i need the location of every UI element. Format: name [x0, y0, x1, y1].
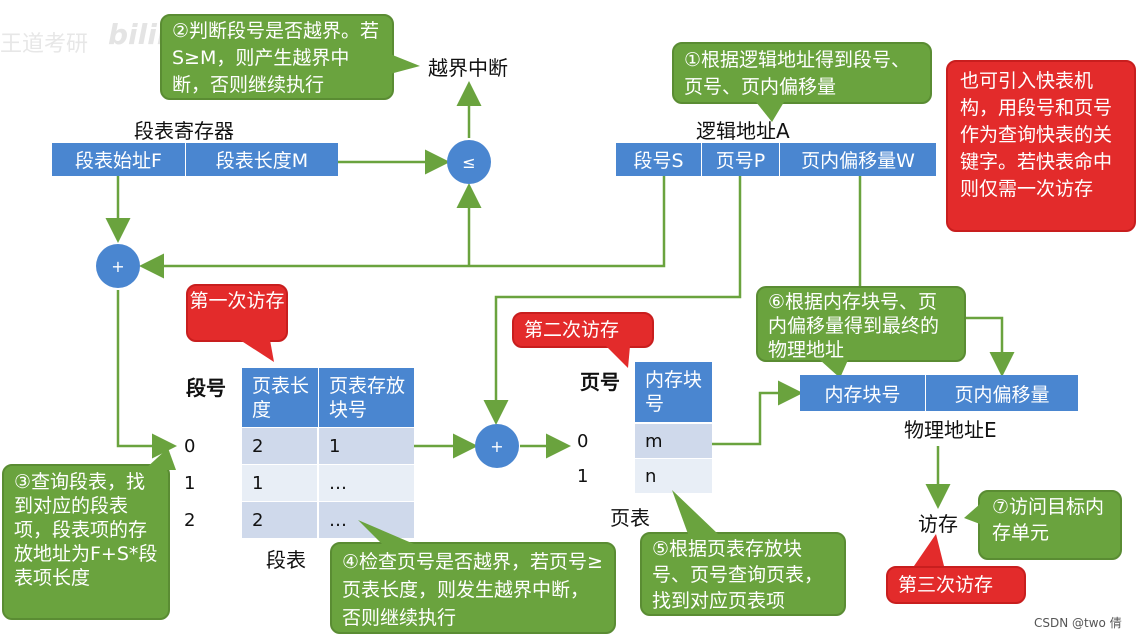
segment-table-cell: … — [319, 465, 414, 501]
segment-index: 1 — [184, 473, 196, 494]
line-p-to-add2 — [483, 176, 742, 425]
callout-first-access-tail — [240, 340, 274, 362]
page-table-header: 内存块号 — [635, 362, 712, 422]
segment-index: 0 — [184, 436, 196, 457]
callout-second-access: 第二次访存 — [512, 312, 654, 348]
segment-index: 2 — [184, 510, 196, 531]
memory-block-number: 内存块号 — [800, 375, 926, 411]
callout-query-segment-table: ③查询段表，找到对应的段表项，段表项的存放地址为F+S*段表项长度 — [2, 464, 170, 620]
watermark-text: 王道考研 — [0, 32, 89, 57]
callout-access-target-tail — [964, 504, 980, 524]
segment-table-header-page-length: 页表长度 — [242, 368, 319, 427]
memory-access-label: 访存 — [918, 512, 958, 536]
page-number-p: 页号P — [702, 143, 780, 176]
callout-tlb: 也可引入快表机构，用段号和页号作为查询快表的关键字。若快表命中则仅需一次访存 — [946, 60, 1136, 232]
callout-third-access: 第三次访存 — [886, 566, 1026, 604]
segment-table-start: 段表始址F — [52, 143, 186, 176]
callout-parse-logical-address: ①根据逻辑地址得到段号、页号、页内偏移量 — [672, 42, 932, 104]
callout-first-access: 第一次访存 — [186, 284, 288, 342]
page-index: 1 — [577, 466, 589, 487]
interrupt-label: 越界中断 — [428, 56, 508, 80]
callout-check-segment-bound-tail — [390, 54, 420, 74]
callout-access-target: ⑦访问目标内存单元 — [978, 490, 1122, 560]
logical-address-title: 逻辑地址A — [696, 119, 790, 143]
line-m-to-block — [712, 380, 803, 446]
segment-number-s: 段号S — [616, 143, 702, 176]
segment-table-cell: 1 — [319, 428, 414, 464]
page-table-cell: m — [635, 424, 712, 458]
compare-operator: ≤ — [447, 140, 491, 184]
callout-check-segment-bound: ②判断段号是否越界。若S≥M，则产生越界中断，否则继续执行 — [160, 14, 394, 100]
line-add-to-segtable — [116, 290, 177, 459]
callout-query-page-table: ⑤根据页表存放块号、页号查询页表，找到对应页表项 — [640, 532, 846, 616]
add-operator-1: + — [96, 244, 140, 288]
page-offset-w: 页内偏移量W — [801, 150, 915, 172]
line-s-to-add — [139, 176, 666, 279]
segment-number-header: 段号 — [186, 376, 226, 400]
callout-query-page-table-tail — [672, 490, 718, 534]
callout-check-page-bound: ④检查页号是否越界，若页号≥页表长度，则发生越界中断，否则继续执行 — [330, 542, 616, 634]
segment-table-cell: 2 — [242, 502, 319, 538]
add-operator-2: + — [475, 424, 519, 468]
segment-table-cell: 1 — [242, 465, 319, 501]
page-table-cell: n — [635, 459, 712, 493]
page-index: 0 — [577, 431, 589, 452]
segment-register-title: 段表寄存器 — [134, 119, 234, 143]
callout-query-segment-table-tail — [144, 448, 176, 470]
callout-final-physical-address-tail — [820, 360, 848, 378]
segment-table-cell: … — [319, 502, 414, 538]
callout-second-access-tail — [606, 346, 630, 368]
segment-table-cell: 2 — [242, 428, 319, 464]
physical-page-offset: 页内偏移量 — [954, 383, 1050, 406]
segment-table-header-page-block: 页表存放块号 — [319, 368, 414, 427]
segment-register: 段表始址F 段表长度M — [52, 143, 338, 176]
segment-table-caption: 段表 — [266, 548, 306, 572]
callout-third-access-tail — [914, 534, 944, 566]
logical-address: 段号S 页号P 页内偏移量W — [616, 143, 936, 176]
callout-check-page-bound-tail — [358, 520, 414, 544]
csdn-watermark: CSDN @two 倩 — [1034, 616, 1122, 630]
page-table-caption: 页表 — [610, 506, 650, 530]
callout-parse-logical-address-tail — [756, 102, 784, 122]
callout-final-physical-address: ⑥根据内存块号、页内偏移量得到最终的物理地址 — [756, 286, 966, 362]
physical-address-title: 物理地址E — [904, 418, 997, 442]
segment-table-length: 段表长度M — [215, 150, 309, 172]
physical-address: 内存块号 页内偏移量 — [800, 375, 1078, 411]
page-number-header: 页号 — [580, 370, 620, 394]
